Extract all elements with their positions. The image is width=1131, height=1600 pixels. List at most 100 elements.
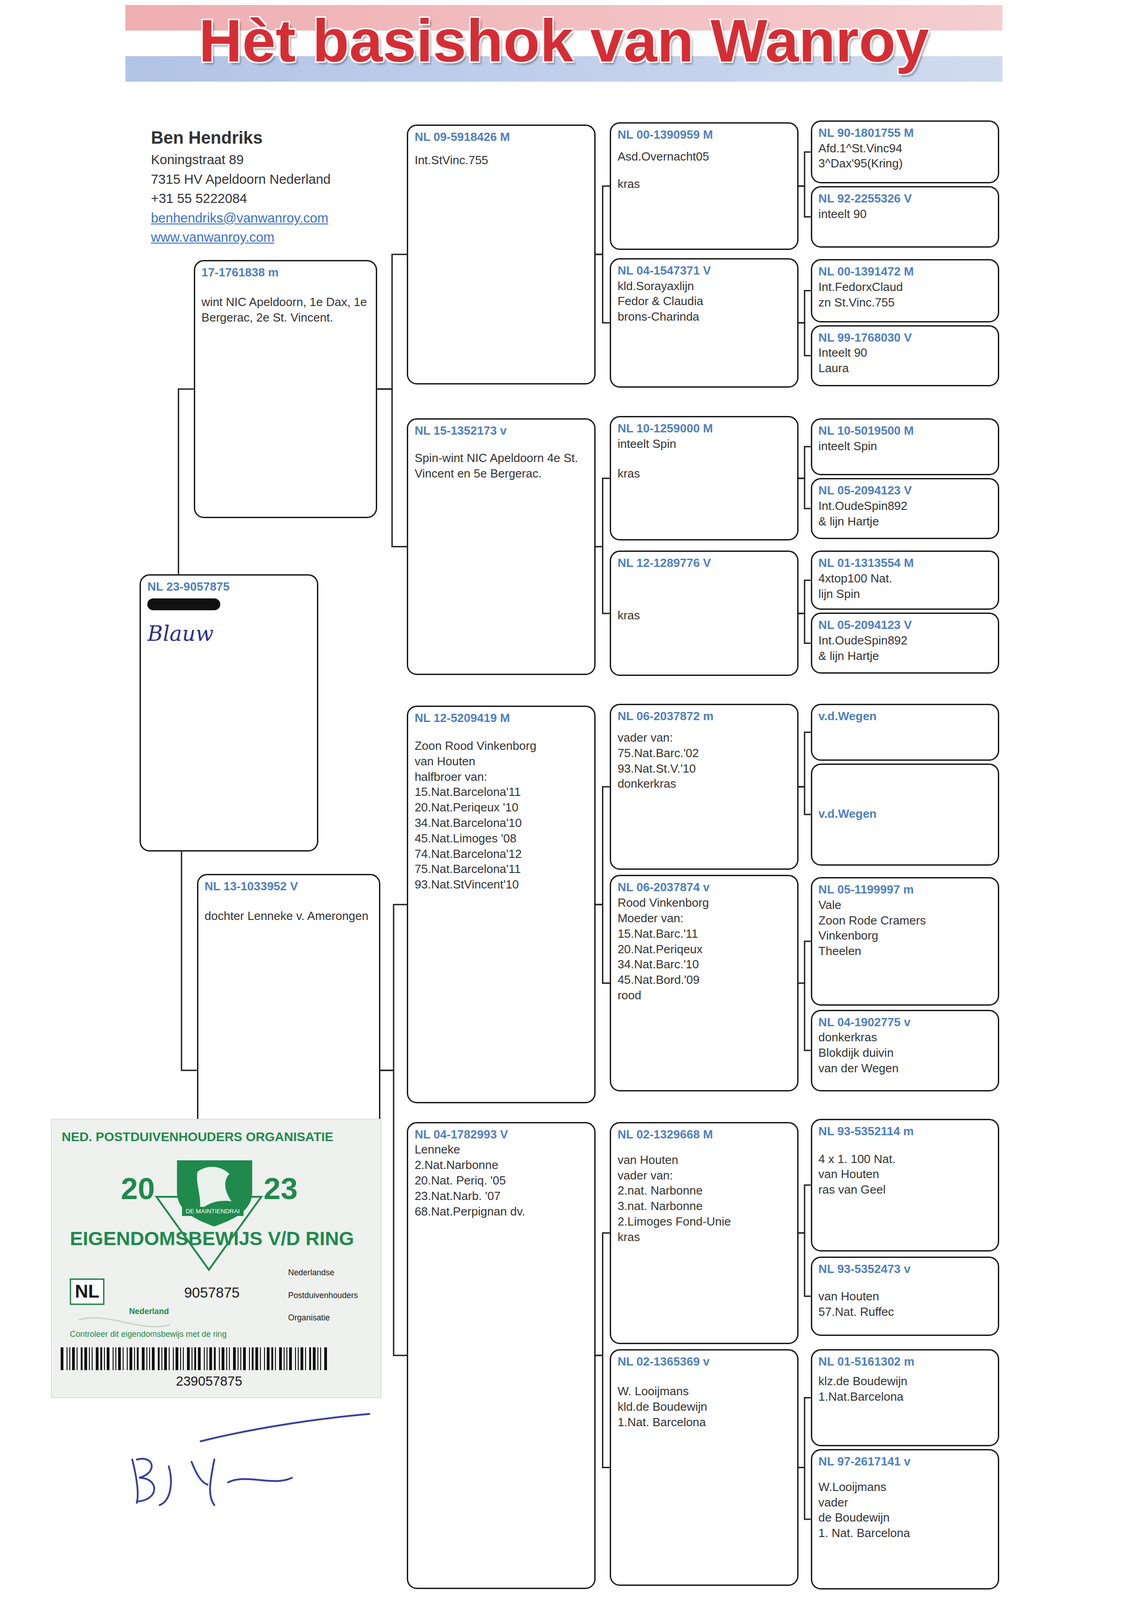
pedigree-note: dochter Lenneke v. Amerongen <box>204 908 373 924</box>
pedigree-note: Inteelt 90 <box>818 345 992 361</box>
ring-number: NL 01-1313554 M <box>818 555 992 571</box>
pedigree-box: NL 99-1768030 VInteelt 90Laura <box>810 325 1000 387</box>
pedigree-note: van der Wegen <box>818 1060 992 1077</box>
pedigree-note: de Boudewijn <box>818 1509 992 1526</box>
pedigree-box: NL 93-5352114 m4 x 1. 100 Nat.van Houten… <box>810 1118 1000 1252</box>
pedigree-box: NL 05-2094123 VInt.OudeSpin892& lijn Har… <box>810 477 1000 540</box>
ring-card-text: NED. POSTDUIVENHOUDERS ORGANISATIE <box>61 1129 334 1145</box>
pedigree-note: van Houten <box>414 753 588 770</box>
pedigree-connector <box>595 1355 610 1468</box>
pedigree-note: inteelt Spin <box>617 436 791 452</box>
ring-number: NL 02-1365369 v <box>617 1354 791 1370</box>
ring-number: NL 04-1547371 V <box>617 263 791 279</box>
pedigree-box: NL 04-1902775 vdonkerkrasBlokdijk duivin… <box>810 1009 1000 1092</box>
pedigree-note: 57.Nat. Ruffec <box>818 1304 992 1320</box>
ring-number: NL 04-1782993 V <box>414 1126 588 1143</box>
pedigree-note: kras <box>617 1229 791 1246</box>
pedigree-connector <box>178 389 194 575</box>
pedigree-box: v.d.Wegen <box>810 763 1000 866</box>
pedigree-note: Asd.Overnacht05 <box>617 149 791 165</box>
ring-number: NL 05-2094123 V <box>818 617 992 633</box>
owner-info: www.vanwanroy.com <box>150 229 275 246</box>
pedigree-note: 45.Nat.Limoges '08 <box>414 830 588 847</box>
pedigree-connector <box>798 478 811 509</box>
pedigree-box: NL 06-2037874 vRood VinkenborgMoeder van… <box>609 874 799 1091</box>
ring-card-text: NL <box>69 1278 105 1305</box>
ring-card-text: EIGENDOMSBEWIJS V/D RING <box>69 1227 354 1251</box>
ring-card-text: Organisatie <box>288 1312 330 1323</box>
pedigree-box: NL 12-1289776 Vkras <box>609 550 799 676</box>
pedigree-note: vader van: <box>617 1167 791 1184</box>
pedigree-box: NL 04-1782993 VLenneke2.Nat.Narbonne20.N… <box>406 1121 596 1589</box>
ring-number: NL 10-1259000 M <box>617 420 791 437</box>
owner-info: benhendriks@vanwanroy.com <box>150 210 329 227</box>
pedigree-connector <box>798 290 811 323</box>
pedigree-connector <box>595 254 610 323</box>
pedigree-connector <box>798 613 811 644</box>
ring-number: NL 06-2037874 v <box>617 879 791 896</box>
pedigree-note: 3^Dax'95(Kring) <box>818 155 992 172</box>
pedigree-note: & lijn Hartje <box>818 513 992 530</box>
redaction-bar <box>147 598 221 611</box>
pedigree-note: 93.Nat.St.V.'10 <box>617 761 791 777</box>
pedigree-box: NL 00-1391472 MInt.FedorxClaudzn St.Vinc… <box>810 259 1000 323</box>
pedigree-note: 3.nat. Narbonne <box>617 1198 791 1215</box>
ring-card-text: Controleer dit eigendomsbewijs met de ri… <box>69 1329 227 1339</box>
pedigree-connector <box>181 851 198 1071</box>
ring-number: NL 10-5019500 M <box>818 423 992 439</box>
pedigree-note: kld.de Boudewijn <box>617 1399 791 1415</box>
pedigree-connector <box>798 322 811 356</box>
pedigree-box: NL 02-1329668 M van Houtenvader van:2.nat… <box>609 1121 799 1344</box>
pedigree-note: 2.Limoges Fond-Unie <box>617 1214 791 1230</box>
owner-info: Ben Hendriks <box>150 127 263 149</box>
pedigree-note: 2.nat. Narbonne <box>617 1182 791 1199</box>
pedigree-note: Int.StVinc.755 <box>414 152 588 169</box>
pedigree-connector <box>798 731 811 787</box>
pedigree-connector <box>798 186 811 217</box>
ring-card-art <box>51 1119 381 1398</box>
ring-number: NL 09-5918426 M <box>414 129 588 146</box>
pedigree-connector <box>377 389 407 547</box>
ring-card-text: Nederlandse <box>288 1267 335 1278</box>
ring-card-text: 20 <box>120 1170 156 1207</box>
ring-number: NL 05-1199997 m <box>818 881 992 898</box>
ring-card-text: 23 <box>263 1170 298 1207</box>
pedigree-note: van Houten <box>617 1152 791 1168</box>
pedigree-box: v.d.Wegen <box>810 703 1000 761</box>
pedigree-note: halfbroer van: <box>414 769 588 785</box>
ring-card-text: Nederland <box>129 1306 169 1317</box>
owner-info: +31 55 5222084 <box>150 190 248 207</box>
ring-number: v.d.Wegen <box>818 708 992 725</box>
pedigree-note: Vale <box>818 897 992 914</box>
pedigree-note: ras van Geel <box>818 1182 992 1198</box>
pedigree-note: 20.Nat.Periqeux <box>617 941 791 958</box>
ring-number: NL 97-2617141 v <box>818 1453 992 1470</box>
ring-number: NL 15-1352173 v <box>414 423 588 439</box>
signature <box>132 1413 370 1505</box>
pedigree-note: W. Looijmans <box>617 1383 791 1400</box>
pedigree-note: 93.Nat.StVincent'10 <box>414 876 588 893</box>
pedigree-note: inteelt 90 <box>818 206 992 223</box>
pedigree-note: 20.Nat.Periqeux '10 <box>414 799 588 816</box>
pedigree-connector <box>798 1397 811 1468</box>
ring-card-text: 9057875 <box>184 1284 240 1302</box>
pedigree-connector <box>595 786 610 905</box>
pedigree-box: NL 01-5161302 mklz.de Boudewijn1.Nat.Bar… <box>810 1348 1000 1446</box>
pedigree-note: vader van: <box>617 730 791 746</box>
ring-number: 17-1761838 m <box>201 264 370 281</box>
pedigree-note: van Houten <box>818 1166 992 1183</box>
ring-number: NL 99-1768030 V <box>818 330 992 346</box>
flag-banner <box>125 5 1003 82</box>
pedigree-note: klz.de Boudewijn <box>818 1373 992 1390</box>
pedigree-note: Theelen <box>818 943 992 960</box>
pedigree-note: 1. Nat. Barcelona <box>818 1525 992 1541</box>
pedigree-box: NL 90-1801755 MAfd.1^St.Vinc943^Dax'95(K… <box>810 120 1000 184</box>
ring-number: NL 02-1329668 M <box>617 1126 791 1143</box>
pedigree-connector <box>798 1184 811 1233</box>
pedigree-note: kld.Sorayaxlijn <box>617 278 791 295</box>
pedigree-note: Fedor & Claudia <box>617 293 791 310</box>
pedigree-note: Int.OudeSpin892 <box>818 632 992 649</box>
ring-number: NL 12-1289776 V <box>617 555 791 571</box>
pedigree-note: 34.Nat.Barcelona'10 <box>414 815 588 831</box>
